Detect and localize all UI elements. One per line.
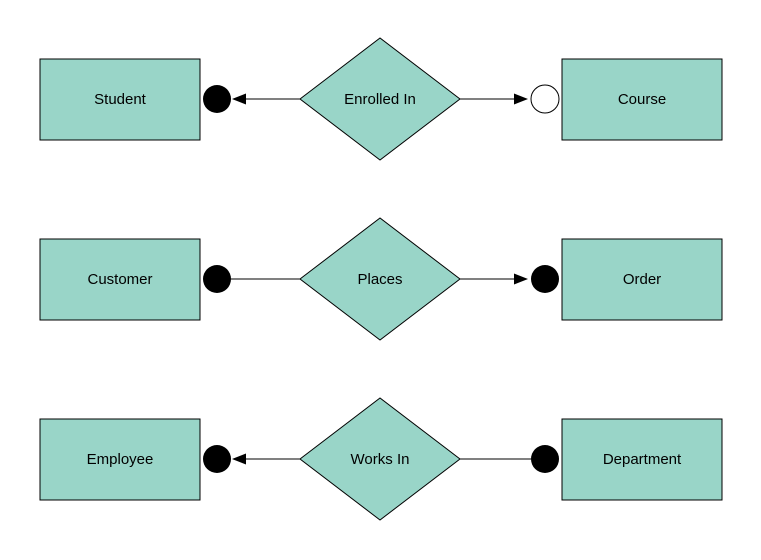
entity-label-course: Course [618,91,666,108]
relationship-row-employee-department: Employee Works In Department [39,397,723,521]
cardinality-filled-circle [531,445,559,473]
entity-label-student: Student [94,91,147,108]
entity-box-student [39,58,201,141]
arrowhead-right-icon [514,93,528,105]
entity-box-customer [39,238,201,321]
relationship-label-works-in: Works In [351,451,410,468]
cardinality-filled-circle [203,85,231,113]
entity-box-employee [39,418,201,501]
entity-label-employee: Employee [87,451,154,468]
relationship-label-places: Places [357,271,402,288]
entity-box-department [561,418,723,501]
arrowhead-left-icon [232,453,246,465]
cardinality-filled-circle [531,265,559,293]
relationship-row-customer-order: Customer Places Order [39,217,723,341]
cardinality-filled-circle [203,265,231,293]
entity-label-customer: Customer [87,271,152,288]
relationship-label-enrolled-in: Enrolled In [344,91,416,108]
cardinality-open-circle [530,84,560,114]
entity-box-course [561,58,723,141]
relationship-row-student-course: Student Enrolled In Course [39,37,723,161]
cardinality-filled-circle [203,445,231,473]
entity-label-order: Order [623,271,661,288]
arrowhead-left-icon [232,93,246,105]
arrowhead-right-icon [514,273,528,285]
entity-box-order [561,238,723,321]
entity-label-department: Department [603,451,682,468]
